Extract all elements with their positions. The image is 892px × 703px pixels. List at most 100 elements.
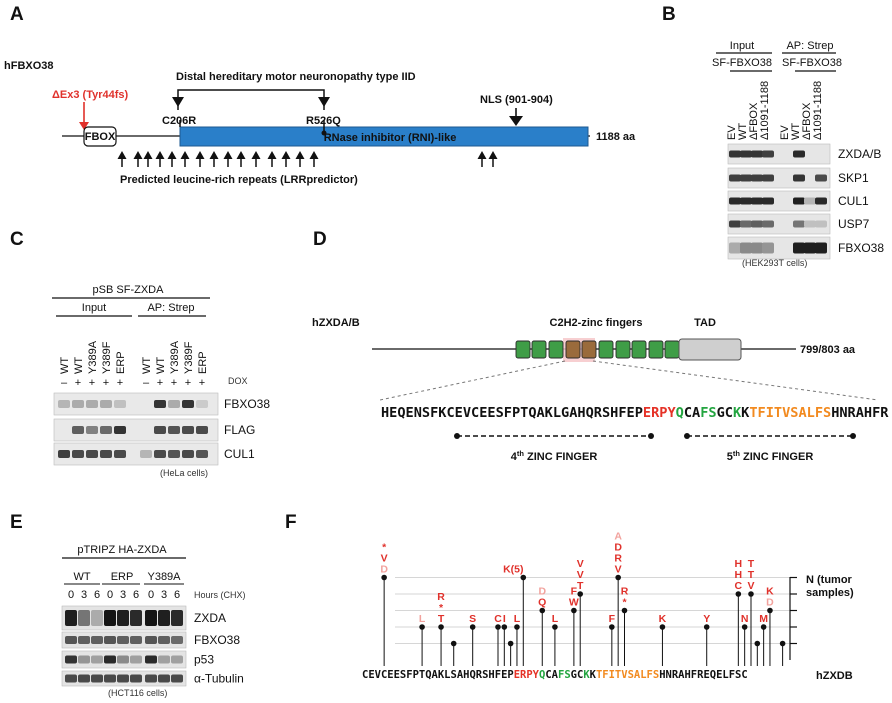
c-blot-1 <box>53 418 219 442</box>
b-ap-header: AP: Strep <box>786 40 833 52</box>
f-lollipop-10: QD <box>538 586 546 666</box>
b-blot-label-0: ZXDA/B <box>838 147 881 161</box>
f-seq-seg-0: CEVCEESFPTQAKLSAHQRSHFEP <box>362 669 514 681</box>
nls-label: NLS (901-904) <box>480 94 553 106</box>
f-mutation-label-15-1: R <box>614 553 622 565</box>
e-blot-3-band-8 <box>171 674 183 683</box>
e-hour-7: 3 <box>161 589 167 601</box>
fbox-domain <box>83 126 117 147</box>
f-mutation-label-21-0: V <box>747 580 754 592</box>
panel-label-a: A <box>10 4 24 25</box>
f-y-label-2: samples) <box>806 587 854 599</box>
f-lollipop-20: N <box>741 613 749 666</box>
c-lane-label-6: WT <box>155 357 167 374</box>
panel-d: D hZXDA/B C2H2-zinc fingers TAD 799/803 … <box>312 229 889 463</box>
e-blot-0-band-8 <box>171 610 183 626</box>
f-mutation-label-19-0: C <box>735 580 743 592</box>
e-blot-3-band-4 <box>117 674 129 683</box>
c206r-arrow-head <box>172 97 184 107</box>
f-mutation-label-21-1: T <box>748 569 755 581</box>
f-lollipop-18: Y <box>703 613 710 666</box>
b-ap-sub: SF-FBXO38 <box>782 57 842 69</box>
f-mutation-label-9-0: K(5) <box>503 564 523 576</box>
r526q-arrow-head <box>318 97 330 107</box>
f-mutation-label-17-0: K <box>659 613 667 625</box>
lrr-arrow-12 <box>281 151 291 167</box>
e-blot-1-band-3 <box>104 636 116 644</box>
b-blot-3-band-0 <box>729 220 741 228</box>
c-dox-sign-5: – <box>143 377 150 389</box>
c-input-header: Input <box>82 302 106 314</box>
b-lane-label-4: EV <box>779 125 791 140</box>
f-seq-seg-5: S <box>564 669 570 681</box>
c-blot-2-band-3 <box>100 450 112 458</box>
zinc-finger-5 <box>581 340 597 359</box>
b-blot-0-band-3 <box>762 150 774 158</box>
f-seq-seg-4: F <box>558 669 564 681</box>
f-lollipop-head-1 <box>419 624 425 630</box>
f-mutation-label-12-0: W <box>569 597 579 609</box>
f-mutation-label-15-2: D <box>614 542 622 554</box>
c-lane-label-2: Y389A <box>87 340 99 374</box>
b-blot-0-band-2 <box>751 150 763 158</box>
zinc-finger-4 <box>565 340 581 359</box>
b-blot-4-band-0 <box>729 242 741 254</box>
c-cells-label: (HeLa cells) <box>160 468 208 478</box>
b-blot-0-band-1 <box>740 150 752 158</box>
f-lollipop-23: M <box>759 613 768 666</box>
e-blot-2-band-5 <box>130 655 142 664</box>
e-blot-label-3: α-Tubulin <box>194 672 244 686</box>
f-lollipop-25 <box>779 640 786 666</box>
e-blot-2-band-1 <box>78 655 90 664</box>
b-blot-2-band-2 <box>751 197 763 205</box>
b-blot-4 <box>727 236 831 260</box>
c-lane-label-0: WT <box>59 357 71 374</box>
e-blot-3 <box>61 670 187 687</box>
b-blot-2-band-7 <box>815 197 827 205</box>
zxd-sequence: HEQENSFKCEVCEESFPTQAKLGAHQRSHFEPERPYQCAF… <box>381 405 889 421</box>
lrr-arrow-1 <box>133 151 143 167</box>
f-mutation-label-20-0: N <box>741 613 749 625</box>
e-blot-2-band-2 <box>91 655 103 664</box>
f-lollipop-13: TVV <box>577 558 584 666</box>
zf-domain-label: C2H2-zinc fingers <box>550 317 643 329</box>
c-blot-0-band-4 <box>114 400 126 408</box>
lrr-arrow-11 <box>267 151 277 167</box>
e-blot-0-band-6 <box>145 610 157 626</box>
f-lollipop-1: L <box>419 613 426 666</box>
d-seq-seg-9: TFITVSALFS <box>749 405 831 421</box>
lrr-label: Predicted leucine-rich repeats (LRRpredi… <box>120 174 358 186</box>
d-seq-seg-3: CA <box>684 405 700 421</box>
c-blot-0-band-2 <box>86 400 98 408</box>
b-lane-label-5: WT <box>790 123 802 140</box>
tad-domain <box>678 338 742 361</box>
e-hour-5: 6 <box>133 589 139 601</box>
c-blot-0-band-3 <box>100 400 112 408</box>
panel-label-d: D <box>313 229 327 250</box>
c-title: pSB SF-ZXDA <box>93 284 165 296</box>
b-blot-3 <box>727 213 831 235</box>
f-lollipop-24: DK <box>766 586 774 666</box>
b-blot-1-band-7 <box>815 174 827 182</box>
f-lollipop-14: F <box>609 613 616 666</box>
lrr-arrow-15 <box>477 151 487 167</box>
dex3-mutation-label: ΔEx3 (Tyr44fs) <box>52 89 129 101</box>
f-lollipop-head-7 <box>507 640 514 647</box>
f-mutation-label-19-2: H <box>735 558 743 570</box>
c-blot-2-band-9 <box>196 450 208 458</box>
c-blot-2-band-7 <box>168 450 180 458</box>
b-blot-4-band-2 <box>751 242 763 254</box>
f-lollipop-head-19 <box>735 591 742 597</box>
d-seq-seg-2: Q <box>676 405 684 421</box>
lrr-arrow-5 <box>180 151 190 167</box>
e-hour-6: 0 <box>148 589 154 601</box>
lrr-arrow-8 <box>223 151 233 167</box>
e-blot-1-band-0 <box>65 636 77 644</box>
c-blot-1-band-4 <box>114 426 126 434</box>
lrr-arrow-6 <box>195 151 205 167</box>
f-lollipop-head-6 <box>501 624 508 630</box>
e-title: pTRIPZ HA-ZXDA <box>77 544 167 556</box>
f-mutation-label-21-2: T <box>748 558 755 570</box>
e-blot-1 <box>61 631 187 649</box>
